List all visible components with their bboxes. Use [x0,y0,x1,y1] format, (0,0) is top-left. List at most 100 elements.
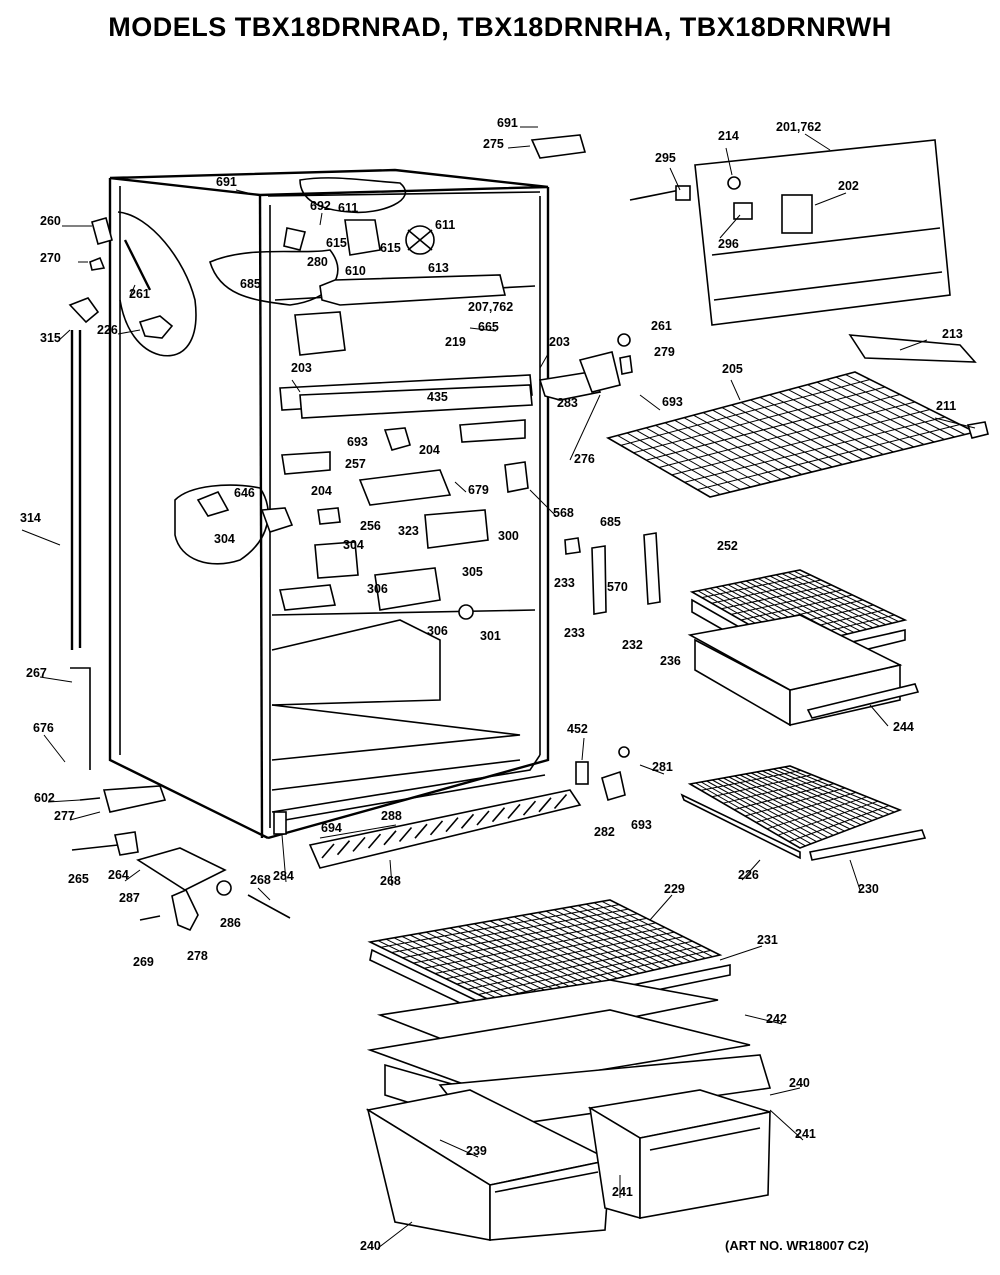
part-label: 570 [607,580,628,594]
part-label: 257 [345,457,366,471]
part-label: 286 [220,916,241,930]
part-label: 268 [380,874,401,888]
part-label: 323 [398,524,419,538]
part-label: 202 [838,179,859,193]
part-label: 231 [757,933,778,947]
part-label: 226 [97,323,118,337]
part-label: 304 [214,532,235,546]
part-label: 211 [936,399,956,413]
part-label: 213 [942,327,963,341]
part-label: 301 [480,629,501,643]
part-label: 288 [381,809,402,823]
part-label: 610 [345,264,366,278]
part-label: 287 [119,891,140,905]
part-label: 615 [380,241,401,255]
part-label: 679 [468,483,489,497]
part-label: 452 [567,722,588,736]
part-label: 611 [338,201,358,215]
leader-lines [21,126,976,1249]
part-label: 676 [33,721,54,735]
part-label: 314 [20,511,41,525]
part-label: 241 [795,1127,816,1141]
part-label: 270 [40,251,61,265]
part-label: 261 [129,287,150,301]
part-label: 261 [651,319,672,333]
part-label: 242 [766,1012,787,1026]
part-label: 295 [655,151,676,165]
part-label: 282 [594,825,615,839]
part-label: 269 [133,955,154,969]
part-label: 281 [652,760,673,774]
part-label: 201,762 [776,120,821,134]
part-label: 240 [360,1239,381,1253]
page-title: MODELS TBX18DRNRAD, TBX18DRNRHA, TBX18DR… [108,12,892,42]
part-label: 203 [291,361,312,375]
part-label: 283 [557,396,578,410]
part-label: 685 [600,515,621,529]
part-label: 284 [273,869,294,883]
part-label: 306 [427,624,448,638]
part-label: 219 [445,335,466,349]
part-label: 264 [108,868,129,882]
part-label: 233 [564,626,585,640]
part-label: 280 [307,255,328,269]
part-label: 279 [654,345,675,359]
part-label: 241 [612,1185,633,1199]
part-label: 252 [717,539,738,553]
part-label: 691 [216,175,237,189]
part-label: 230 [858,882,879,896]
part-label: 268 [250,873,271,887]
part-label: 276 [574,452,595,466]
part-number-labels: 691 275 214 201,762 295 202 296 691 692 611 611 260… [20,116,963,1253]
part-label: 691 [497,116,518,130]
freezer-wire-shelf [605,371,989,498]
center-parts [538,333,661,801]
part-label: 236 [660,654,681,668]
part-label: 214 [718,129,739,143]
part-label: 315 [40,331,61,345]
part-label: 256 [360,519,381,533]
part-label: 226 [738,868,759,882]
part-label: 305 [462,565,483,579]
part-label: 204 [419,443,440,457]
part-label: 244 [893,720,914,734]
part-label: 205 [722,362,743,376]
part-label: 693 [662,395,683,409]
left-side-parts [68,217,291,932]
art-number: (ART NO. WR18007 C2) [725,1238,869,1253]
part-label: 296 [718,237,739,251]
part-label: 260 [40,214,61,228]
part-label: 568 [553,506,574,520]
part-label: 265 [68,872,89,886]
part-label: 646 [234,486,255,500]
part-label: 692 [310,199,331,213]
part-label: 204 [311,484,332,498]
part-label: 665 [478,320,499,334]
grille-parts [308,789,582,869]
part-label: 694 [321,821,342,835]
part-label: 275 [483,137,504,151]
part-label: 277 [54,809,75,823]
part-label: 685 [240,277,261,291]
part-label: 278 [187,949,208,963]
part-label: 207,762 [468,300,513,314]
part-label: 239 [466,1144,487,1158]
part-label: 240 [789,1076,810,1090]
part-label: 267 [26,666,47,680]
control-panel [530,134,977,363]
part-label: 435 [427,390,448,404]
part-label: 300 [498,529,519,543]
part-label: 611 [435,218,455,232]
fresh-food-pans [680,569,927,861]
part-label: 613 [428,261,449,275]
crisper-assembly [365,899,772,1241]
part-label: 615 [326,236,347,250]
part-label: 306 [367,582,388,596]
part-label: 304 [343,538,364,552]
cabinet [108,168,550,840]
part-label: 232 [622,638,643,652]
part-label: 602 [34,791,55,805]
part-label: 229 [664,882,685,896]
